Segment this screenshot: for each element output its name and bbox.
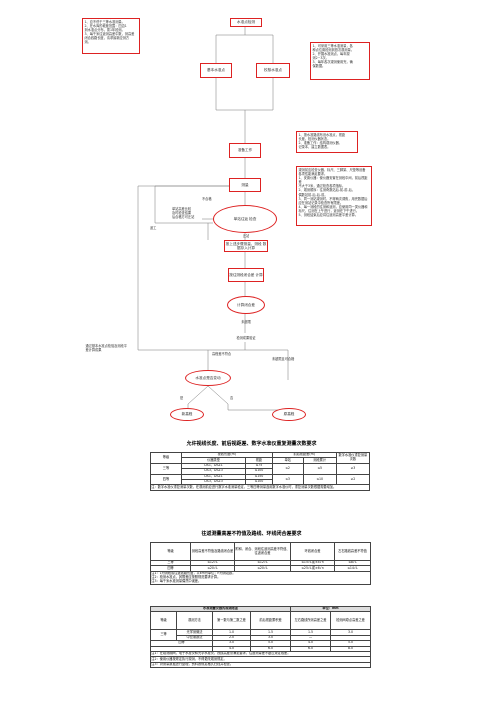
flow-bottom-left-note: 通过基本水准点检验及测段平 差计算成果 xyxy=(84,343,134,353)
flow-no: 否 xyxy=(230,396,234,400)
table2: 等级 测段高差不符值及路线闭合差 附和、闭合、测段往返测高差不符值、往返闭合差 … xyxy=(150,542,371,585)
table-cell: 四等 xyxy=(150,473,182,486)
table3-unit: 单位：mm xyxy=(290,605,372,613)
flow-base-point: 基本水准点 xyxy=(200,63,232,78)
t3-h-0: 等级 xyxy=(150,611,177,631)
flow-retest-label: 不合格 xyxy=(202,197,212,201)
flow-calc: 按上述步骤测量，测段 数据存入计算 xyxy=(224,240,268,252)
table3: 水准测量仪器的观测限差 单位：mm 等级 观测方法 第一数与第二数之差 前后视距… xyxy=(149,605,372,669)
t3-h-1: 观测方法 xyxy=(176,611,213,631)
t1-h-repeat: 数字水准仪重复测量次数 xyxy=(335,452,371,464)
flow-old-elev: 原高程 xyxy=(272,408,306,421)
table1-title: 允许视线长度、前后视距差、数字水准仪重复测量次数要求 xyxy=(186,441,317,447)
table-cell: ≤5 xyxy=(302,462,337,475)
t3-h-4: 左右路线所测高差之差 xyxy=(290,611,332,631)
t1-h-grade: 等级 xyxy=(150,452,182,464)
t3-h-3: 前后视距累积差 xyxy=(249,611,292,631)
flow-loop-side: 单站高差比较 及时检查结果 后合格方可迁站 xyxy=(172,207,195,219)
flow-right-note: 1、可采用三等水准测量，各 种点位置检测到首次观测量。 2、开展水准测点，每年观… xyxy=(310,42,370,80)
table2-title: 往返测量高差不符值及路线、环线闭合差要求 xyxy=(201,531,302,537)
flow-result: 计算闭合差 xyxy=(227,296,265,314)
table-cell: ≤14√L xyxy=(334,565,371,572)
table3-title: 水准测量仪器的观测限差 xyxy=(149,605,292,613)
t2-h-4: 左右路线高差不符值 xyxy=(334,542,371,561)
table-cell: 三等 xyxy=(150,462,182,475)
flow-bottom-right-label: 未超限且可合格 xyxy=(272,357,295,361)
t2-h-1: 测段高差不符值及路线闭合差 xyxy=(190,542,235,561)
flow-yes: 是 xyxy=(180,396,184,400)
t3-note-3: 注3：对测量数据进行整理，资料按规定格式归档并检查。 xyxy=(149,661,372,669)
flow-pass: 未超限 xyxy=(241,320,251,324)
flow-check-pass: 检测成果验证 xyxy=(236,336,256,340)
flow-check-point: 校核水准点 xyxy=(256,63,290,78)
flow-left-note: 1、应不低于三等水准测量。 2、在水库的坡度范围：四边1 到水准点分布，需1年检… xyxy=(82,18,140,54)
flow-side-label: 返工 xyxy=(150,226,157,230)
table-row: 四等 ≤20√L ≤20√L ≤25√L或±6√n ≤14√L xyxy=(150,565,371,572)
t1-note: 注：数字水准仪重复测量次数，在观测前应进行数字水准测量检定，三等四等测量选用数字… xyxy=(150,484,370,491)
flow-start: 水准点检测 xyxy=(230,18,262,27)
flow-prep: 准备工作 xyxy=(229,143,261,158)
flow-prep-note: 1、按水准路线布设水准点，视距 长度，检测仪器状态。 2、准备工作：结构观测仪器… xyxy=(296,131,358,153)
table-cell: ≥2 xyxy=(335,473,371,486)
t3-h-5: 检测间歇点高差之差 xyxy=(330,611,372,631)
t2-notes: 注1：L为测段或往返线路长度，以km为单位；n为测站数。 注2：检测水准点，其限… xyxy=(150,570,371,585)
table1: 等级 视线长度(m) 前后视距差(m) 数字水准仪重复测量次数 仪器类型 视距 … xyxy=(150,451,371,491)
t3-h-2: 第一数与第二数之差 xyxy=(212,611,251,631)
flow-new-elev: 新高程 xyxy=(170,408,204,421)
table-cell: ≥3 xyxy=(335,462,371,475)
flow-calc2: 按往测段闭合差 计算 xyxy=(228,268,264,282)
t2-h-3: 环线闭合差 xyxy=(290,542,335,561)
flow-stability: 水准点是否变动 xyxy=(185,370,231,386)
flow-survey: 测量 xyxy=(229,178,261,192)
table-cell: ≤2 xyxy=(271,462,304,475)
flow-loop: 单站往返 检查 xyxy=(213,205,277,233)
t2-h-0: 等级 xyxy=(150,542,191,561)
flow-survey-note: 观测前应检查仪器、标尺、三脚架、尺垫等设备 各项性能满足要求。 1、安置仪器：使… xyxy=(296,166,372,226)
table-cell: 三等 xyxy=(150,629,177,642)
t1-h-accum: 测段累计 xyxy=(302,457,337,464)
flow-next: 迁站 xyxy=(242,234,250,238)
t2-h-2: 附和、闭合、测段往返测高差不符值、往返闭合差 xyxy=(234,542,291,561)
table-cell: ≤3 xyxy=(271,473,304,486)
table-cell: ≤10 xyxy=(302,473,337,486)
flow-bottom-mid-label: 高程差不符合 xyxy=(212,352,232,356)
